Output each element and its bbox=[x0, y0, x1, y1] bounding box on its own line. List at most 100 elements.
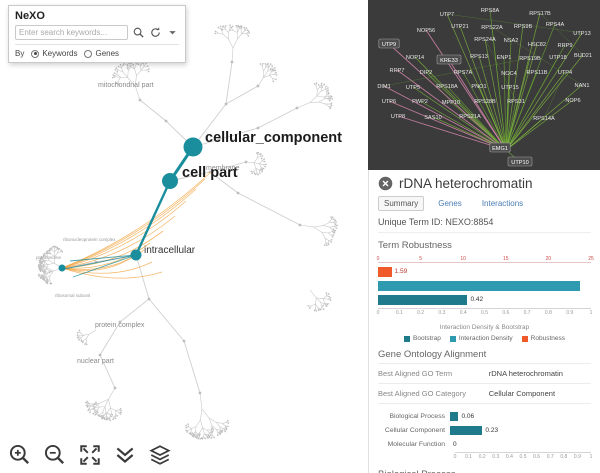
network-node[interactable]: DIM1 bbox=[377, 84, 390, 90]
tree-toolbar bbox=[8, 443, 172, 467]
radio-genes-label: Genes bbox=[95, 49, 120, 58]
cell-part-node[interactable] bbox=[162, 173, 178, 189]
network-node[interactable]: RPS21A bbox=[459, 114, 481, 120]
network-node[interactable]: PWP2 bbox=[412, 99, 428, 105]
network-node[interactable]: UTP9 bbox=[382, 42, 396, 48]
subnetwork-panel[interactable]: UTP7 RPS8A RPS17B NOP56 UTP21 RPS22A RPS9B RPS4… bbox=[368, 0, 600, 170]
network-node[interactable]: RPS8A bbox=[481, 8, 500, 14]
network-node[interactable]: PNO1 bbox=[471, 84, 486, 90]
network-node[interactable]: RPS9B bbox=[514, 24, 533, 30]
layers-button[interactable] bbox=[148, 443, 172, 467]
network-node[interactable]: UTP15 bbox=[501, 85, 518, 91]
network-node[interactable]: ENP1 bbox=[497, 55, 512, 61]
tree-node-label[interactable]: ribonucleoprotein complex bbox=[63, 237, 116, 242]
network-node[interactable]: RPS31 bbox=[507, 99, 525, 105]
network-node[interactable]: RPS11B bbox=[526, 70, 547, 76]
subnetwork-svg[interactable]: UTP7 RPS8A RPS17B NOP56 UTP21 RPS22A RPS9B RPS4… bbox=[368, 0, 600, 170]
network-node[interactable]: SAS10 bbox=[424, 115, 441, 121]
intracellular-node[interactable] bbox=[130, 249, 142, 261]
fit-to-screen-button[interactable] bbox=[78, 443, 102, 467]
app-title: NeXO bbox=[15, 10, 45, 22]
cellular-component-node[interactable] bbox=[183, 137, 203, 157]
tree-node-label[interactable]: mitochondrial part bbox=[98, 82, 154, 89]
network-node[interactable]: RPS18A bbox=[436, 84, 458, 90]
robustness-bar-bootstrap: 0.42 bbox=[378, 294, 591, 305]
network-node[interactable]: UTP21 bbox=[451, 24, 468, 30]
close-icon[interactable] bbox=[378, 176, 393, 191]
network-node[interactable]: RPS22A bbox=[481, 25, 503, 31]
tab-interactions[interactable]: Interactions bbox=[481, 199, 524, 208]
unique-term-id-value: NEXO:8854 bbox=[445, 217, 494, 227]
tree-node-label[interactable]: ribosomal subunit bbox=[55, 293, 91, 298]
network-node[interactable]: RPS4A bbox=[546, 22, 565, 28]
network-node[interactable]: UTP4 bbox=[558, 70, 572, 76]
network-node[interactable]: RPS17B bbox=[529, 11, 551, 17]
network-node[interactable]: UTP10 bbox=[511, 160, 528, 166]
tree-node-label[interactable]: intracellular bbox=[144, 245, 196, 256]
robustness-axis-label: Interaction Density & Bootstrap bbox=[439, 324, 530, 331]
chevron-down-icon[interactable] bbox=[166, 26, 179, 39]
network-node[interactable]: UTP8 bbox=[391, 114, 405, 120]
tree-node-label[interactable]: cellular_component bbox=[205, 130, 342, 146]
search-icon[interactable] bbox=[132, 26, 145, 39]
network-node[interactable]: NOC4 bbox=[501, 71, 517, 77]
network-node[interactable]: UTP18 bbox=[549, 55, 566, 61]
biological-process-heading: Biological Process bbox=[378, 469, 591, 473]
search-input[interactable] bbox=[15, 25, 128, 40]
zoom-out-button[interactable] bbox=[43, 443, 67, 467]
network-node[interactable]: NOP6 bbox=[565, 98, 580, 104]
network-node[interactable]: NOP56 bbox=[417, 28, 435, 34]
zoom-in-button[interactable] bbox=[8, 443, 32, 467]
network-node[interactable]: RRP7 bbox=[390, 68, 405, 74]
unique-term-id: Unique Term ID: NEXO:8854 bbox=[378, 217, 591, 233]
network-node[interactable]: UTP6 bbox=[382, 99, 396, 105]
tree-node-label[interactable]: preribosome bbox=[36, 255, 62, 260]
reset-icon[interactable] bbox=[149, 26, 162, 39]
network-node[interactable]: RPS24A bbox=[474, 37, 496, 43]
network-node[interactable]: NSA2 bbox=[504, 38, 519, 44]
legend-item: Robustness bbox=[521, 335, 565, 342]
tree-node-label[interactable]: nuclear part bbox=[77, 358, 114, 365]
radio-keywords-dot[interactable] bbox=[31, 49, 40, 58]
unique-term-id-label: Unique Term ID: bbox=[378, 217, 443, 227]
network-node[interactable]: RPS28B bbox=[474, 99, 496, 105]
network-node[interactable]: NAN1 bbox=[575, 83, 590, 89]
radio-keywords[interactable]: Keywords bbox=[31, 49, 77, 58]
tree-node-label[interactable]: cell part bbox=[182, 165, 238, 181]
term-title: rDNA heterochromatin bbox=[399, 176, 533, 191]
network-node[interactable]: RPS13 bbox=[470, 54, 488, 60]
legend-item: Interaction Density bbox=[449, 335, 513, 342]
tab-genes[interactable]: Genes bbox=[438, 199, 462, 208]
network-node[interactable]: NOP14 bbox=[406, 55, 424, 61]
network-node[interactable]: RPS14A bbox=[533, 116, 555, 122]
network-node[interactable]: BUD21 bbox=[574, 53, 592, 59]
robustness-bar-robustness: 1.59 bbox=[378, 266, 591, 277]
radio-genes-dot[interactable] bbox=[84, 49, 93, 58]
selected-cluster-node[interactable] bbox=[58, 264, 66, 272]
network-node[interactable]: EMG1 bbox=[492, 146, 508, 152]
radio-genes[interactable]: Genes bbox=[84, 49, 119, 58]
network-node[interactable]: MPP10 bbox=[442, 100, 460, 106]
tab-summary[interactable]: Summary bbox=[378, 196, 425, 211]
network-node[interactable]: RPS7A bbox=[454, 70, 473, 76]
detail-tabs: Summary Genes Interactions bbox=[378, 196, 591, 211]
network-node[interactable]: DIP2 bbox=[420, 70, 432, 76]
network-node[interactable]: RRP9 bbox=[558, 43, 573, 49]
network-node[interactable]: KRE33 bbox=[440, 58, 458, 64]
tree-node-label[interactable]: protein complex bbox=[95, 322, 145, 329]
double-chevron-down-icon[interactable] bbox=[113, 443, 137, 467]
network-node[interactable]: UTP13 bbox=[573, 31, 590, 37]
network-node[interactable]: RPS19B bbox=[519, 56, 541, 62]
network-node[interactable]: HSC82 bbox=[528, 42, 546, 48]
network-node[interactable]: UTP5 bbox=[406, 85, 420, 91]
network-node[interactable]: UTP7 bbox=[440, 12, 454, 18]
tree-node-label[interactable]: membrane bbox=[206, 165, 240, 172]
